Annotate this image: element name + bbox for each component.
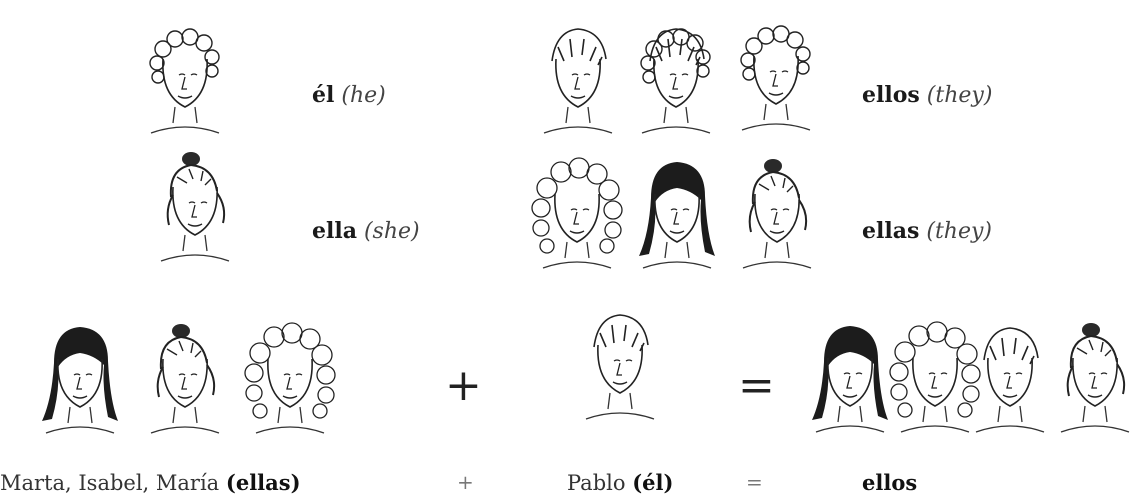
caption-plus: + bbox=[457, 470, 474, 494]
girl-bun-sketch bbox=[140, 145, 250, 275]
caption-girls: Marta, Isabel, María (ellas) bbox=[0, 470, 301, 495]
label-el: él (he) bbox=[312, 82, 386, 108]
pronoun-ellas: ellas bbox=[862, 218, 919, 244]
caption-result: ellos bbox=[862, 470, 917, 495]
plus-sign: + bbox=[445, 360, 482, 411]
three-boys-sketch bbox=[528, 12, 828, 142]
equals-sign: = bbox=[738, 360, 775, 411]
boy-curly-sketch bbox=[130, 22, 240, 142]
pronoun-el: él bbox=[312, 82, 334, 108]
label-ellas: ellas (they) bbox=[862, 218, 992, 244]
gloss-ella: (she) bbox=[364, 219, 420, 244]
mixed-group-sketch bbox=[785, 300, 1135, 450]
caption-pablo-pronoun: (él) bbox=[632, 470, 673, 495]
pronoun-ella: ella bbox=[312, 218, 357, 244]
gloss-ellas: (they) bbox=[926, 219, 992, 244]
caption-equals: = bbox=[746, 470, 763, 494]
caption-girls-names: Marta, Isabel, María bbox=[0, 471, 219, 495]
caption-pablo-name: Pablo bbox=[567, 471, 626, 495]
group-three-girls-sketch bbox=[5, 305, 375, 450]
caption-pablo: Pablo (él) bbox=[567, 470, 673, 495]
pablo-sketch bbox=[560, 305, 680, 445]
label-ella: ella (she) bbox=[312, 218, 420, 244]
three-girls-sketch bbox=[515, 140, 825, 280]
gloss-ellos: (they) bbox=[927, 83, 993, 108]
caption-girls-pronoun: (ellas) bbox=[226, 470, 301, 495]
caption-result-pronoun: ellos bbox=[862, 470, 917, 495]
label-ellos: ellos (they) bbox=[862, 82, 992, 108]
gloss-el: (he) bbox=[341, 83, 385, 108]
pronoun-ellos: ellos bbox=[862, 82, 920, 108]
